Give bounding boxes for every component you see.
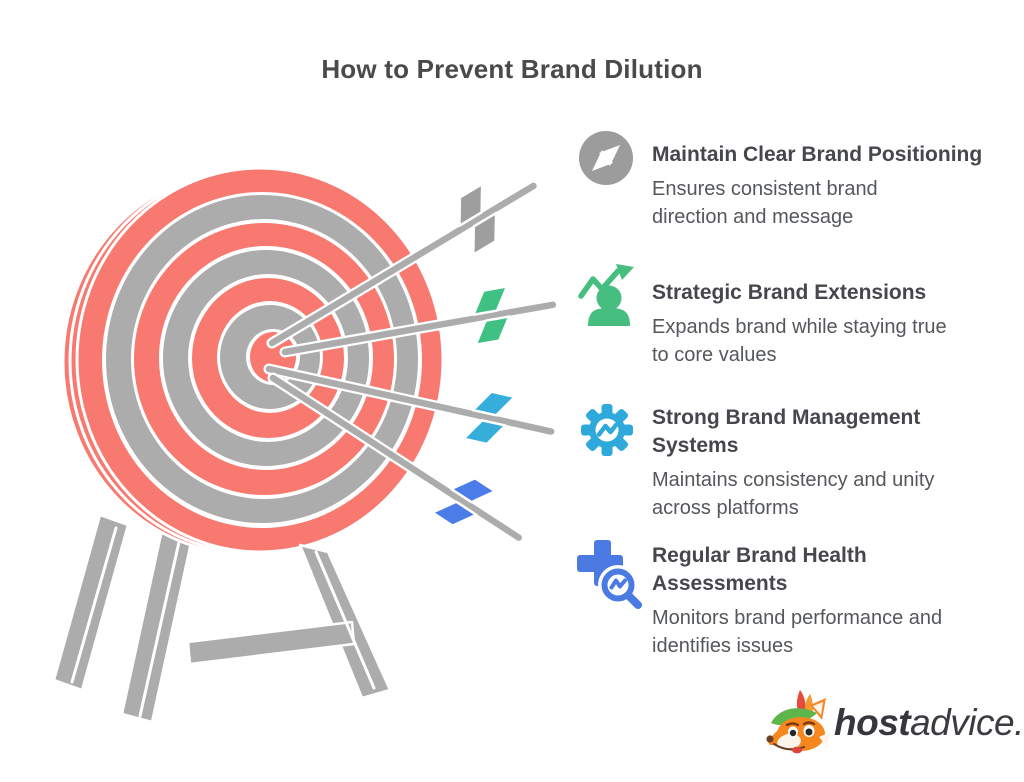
target-stand-back-legs — [52, 513, 194, 724]
logo-wordmark: hostadvice. — [834, 702, 1024, 744]
item-description: Monitors brand performance and identifie… — [652, 607, 943, 657]
growth-person-icon — [578, 262, 636, 333]
target-illustration — [52, 166, 559, 724]
page-title: How to Prevent Brand Dilution — [321, 54, 703, 84]
list-item-brand-management: Strong Brand Management Systems Maintain… — [578, 396, 1008, 526]
target-stand-front-leg — [186, 543, 392, 700]
logo-text-advice: advice. — [910, 702, 1024, 743]
list-item-brand-extensions: Strategic Brand Extensions Expands brand… — [578, 258, 1008, 370]
item-heading: Maintain Clear Brand Positioning — [652, 143, 983, 166]
item-description: Maintains consistency and unity across p… — [652, 469, 935, 519]
health-check-icon — [574, 538, 642, 615]
list-item-brand-positioning: Maintain Clear Brand Positioning Ensures… — [578, 130, 1008, 240]
item-description: Expands brand while staying true to core… — [652, 316, 947, 366]
gear-chart-icon — [578, 401, 636, 464]
item-heading: Regular Brand Health Assessments — [652, 544, 867, 595]
list-item-brand-health: Regular Brand Health Assessments Monitor… — [577, 532, 1008, 667]
hostadvice-logo[interactable]: hostadvice. — [764, 687, 1024, 760]
fox-mascot-icon — [764, 687, 832, 760]
arrow-green — [279, 285, 559, 358]
arrow-blue — [267, 372, 525, 544]
item-heading: Strategic Brand Extensions — [652, 281, 927, 304]
logo-text-host: host — [834, 702, 911, 743]
item-description: Ensures consistent brand direction and m… — [652, 178, 878, 228]
compass-icon — [578, 130, 634, 191]
item-heading: Strong Brand Management Systems — [652, 406, 921, 457]
arrow-cyan — [263, 363, 557, 446]
arrow-gray — [266, 180, 539, 349]
target-board — [61, 166, 445, 556]
